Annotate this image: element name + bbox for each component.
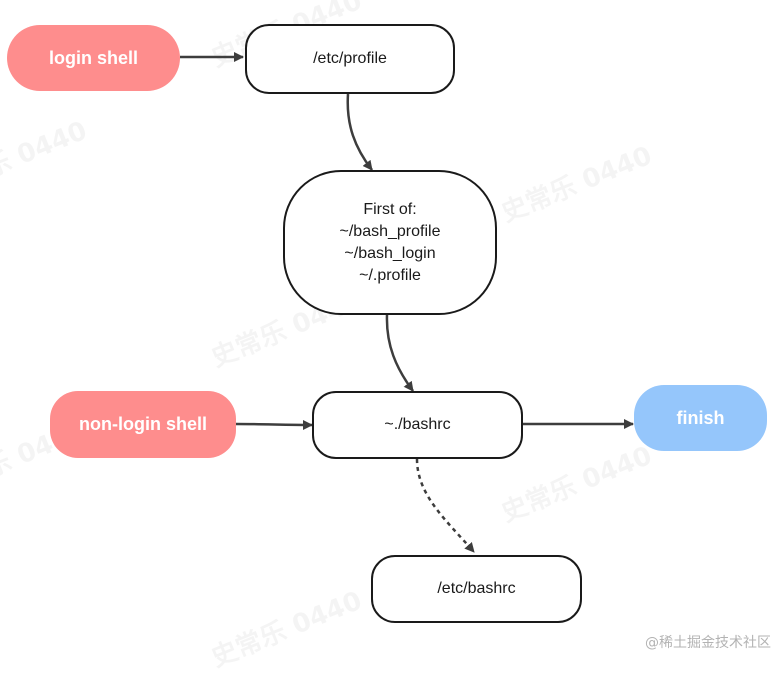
edge-bashrc-to-etc-bashrc [415, 458, 475, 553]
edge-profile-to-firstof [346, 93, 373, 171]
finish-node: finish [634, 385, 767, 451]
bashrc-label: ~./bashrc [384, 416, 451, 433]
edge-nonlogin-to-bashrc [235, 419, 313, 430]
source-credit: @稀土掘金技术社区 [645, 635, 771, 651]
bashrc-node: ~./bashrc [312, 391, 523, 459]
first-of-line: ~/bash_login [344, 244, 436, 262]
etc-profile-label: /etc/profile [313, 50, 387, 67]
first-of-line: ~/.profile [359, 266, 421, 284]
first-of-node: First of: ~/bash_profile ~/bash_login ~/… [283, 170, 497, 315]
login-shell-label: login shell [48, 47, 138, 68]
edge-firstof-to-bashrc [385, 314, 415, 392]
etc-profile-node: /etc/profile [245, 24, 455, 94]
etc-bashrc-node: /etc/bashrc [371, 555, 582, 623]
etc-bashrc-label: /etc/bashrc [437, 580, 516, 597]
first-of-line: ~/bash_profile [339, 222, 441, 240]
connector-layer [180, 52, 634, 553]
first-of-line: First of: [363, 200, 417, 218]
non-login-shell-label: non-login shell [79, 414, 207, 434]
non-login-shell-node: non-login shell [50, 391, 236, 458]
login-shell-node: login shell [7, 25, 180, 91]
finish-label: finish [676, 407, 725, 428]
